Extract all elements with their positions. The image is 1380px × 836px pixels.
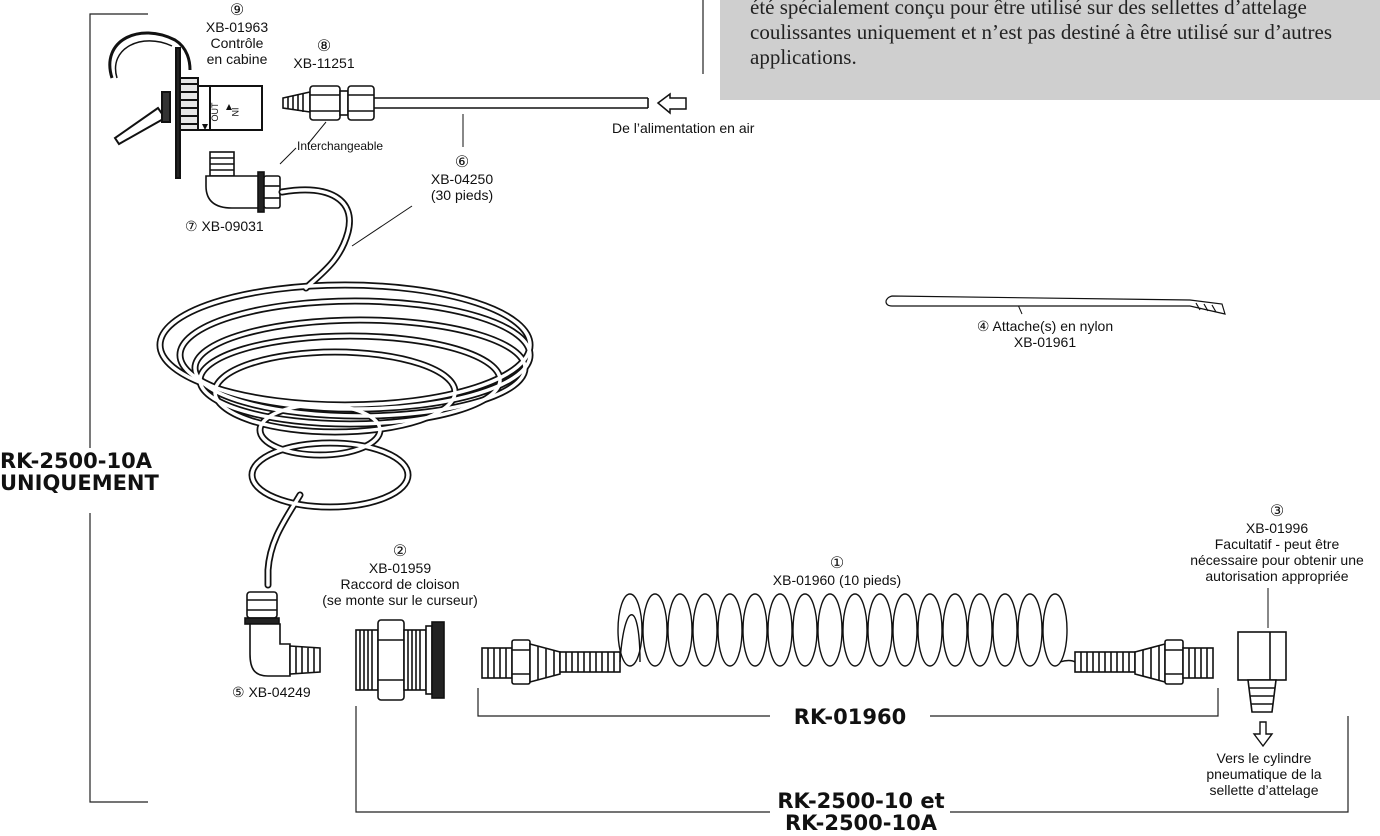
cab-control-valve (108, 31, 263, 179)
part-8-number: ⑧ (316, 38, 332, 55)
elbow-fitting-5 (244, 591, 321, 677)
note-text: été spécialement conçu pour être utilisé… (750, 0, 1333, 69)
valve-in-arrow (226, 104, 232, 110)
part-2-desc-1: Raccord de cloison (340, 576, 460, 592)
compatibility-note: été spécialement conçu pour être utilisé… (720, 0, 1380, 100)
bracket-rk01960 (477, 688, 1219, 717)
label-part-1: ① XB-01960 (10 pieds) (747, 555, 927, 588)
kit-rk01960: RK-01960 (775, 706, 925, 728)
bracket-rk2500-10a-only (89, 13, 148, 803)
cylinder-arrow (1252, 721, 1274, 748)
cylinder-line-2: pneumatique de la (1206, 766, 1322, 782)
part-6-code: XB-04250 (430, 171, 494, 187)
label-part-9: ⑨ XB-01963 Contrôle en cabine (197, 2, 277, 67)
label-part-5: ⑤ XB-04249 (232, 684, 311, 700)
elbow-fitting-7 (205, 151, 281, 213)
kit-rk2500-both: RK-2500-10 et RK-2500-10A (772, 789, 950, 835)
label-air-supply: De l’alimentation en air (612, 120, 755, 136)
part-1-number: ① (829, 555, 845, 572)
coiled-air-hose-inner (158, 188, 532, 587)
air-supply-arrow (656, 92, 687, 115)
part-1-code: XB-01960 (10 pieds) (772, 572, 902, 588)
part-2-code: XB-01959 (368, 560, 432, 576)
kit-rk2500-10a-only: RK-2500-10A UNIQUEMENT (0, 450, 159, 494)
optional-fitting-3 (1237, 631, 1287, 713)
part-2-number: ② (392, 543, 408, 560)
part-6-desc: (30 pieds) (430, 187, 494, 203)
label-part-2: ② XB-01959 Raccord de cloison (se monte … (300, 543, 500, 608)
kit-rk2500-10a-line-2: UNIQUEMENT (0, 471, 159, 495)
part-9-desc-1: Contrôle (210, 35, 264, 51)
coil-loops (617, 593, 1076, 667)
valve-out-arrow (202, 124, 208, 130)
label-part-7: ⑦ XB-09031 (185, 218, 264, 234)
coiled-hose-rk01960 (481, 639, 1214, 685)
part-3-desc-3: autorisation appropriée (1205, 568, 1349, 584)
part-3-code: XB-01996 (1245, 520, 1309, 536)
valve-in-label: IN (230, 108, 240, 117)
label-interchangeable: Interchangeable (297, 139, 384, 153)
air-supply-tube (374, 97, 649, 109)
label-part-3: ③ XB-01996 Facultatif - peut être nécess… (1182, 503, 1372, 584)
part-9-code: XB-01963 (205, 19, 269, 35)
cylinder-line-3: sellette d’attelage (1209, 782, 1319, 798)
part-6-number: ⑥ (454, 154, 470, 171)
straight-connector-8 (282, 85, 375, 121)
bracket-rk2500-both (355, 706, 1349, 813)
part-2-desc-2: (se monte sur le curseur) (322, 592, 478, 608)
part-9-number: ⑨ (229, 2, 245, 19)
part-3-number: ③ (1269, 503, 1285, 520)
cylinder-line-1: Vers le cylindre (1216, 750, 1312, 766)
nylon-tie (885, 295, 1226, 315)
part-3-desc-2: nécessaire pour obtenir une (1190, 552, 1364, 568)
part-3-desc-1: Facultatif - peut être (1214, 536, 1340, 552)
kit-rk2500-both-line-2: RK-2500-10A (785, 811, 937, 835)
part-8-code: XB-11251 (293, 55, 355, 71)
part-4-line-1: ④ Attache(s) en nylon (976, 318, 1114, 334)
label-part-8: ⑧ XB-11251 (284, 38, 364, 71)
part-4-line-2: XB-01961 (1013, 334, 1077, 350)
kit-rk2500-both-line-1: RK-2500-10 et (777, 789, 945, 813)
valve-out-label: OUT (210, 102, 220, 122)
label-cylinder: Vers le cylindre pneumatique de la selle… (1190, 750, 1338, 798)
bulkhead-fitting-2 (355, 619, 445, 701)
label-part-4: ④ Attache(s) en nylon XB-01961 (975, 318, 1115, 350)
kit-rk2500-10a-line-1: RK-2500-10A (0, 449, 152, 473)
label-part-6: ⑥ XB-04250 (30 pieds) (417, 154, 507, 203)
part-9-desc-2: en cabine (206, 51, 268, 67)
